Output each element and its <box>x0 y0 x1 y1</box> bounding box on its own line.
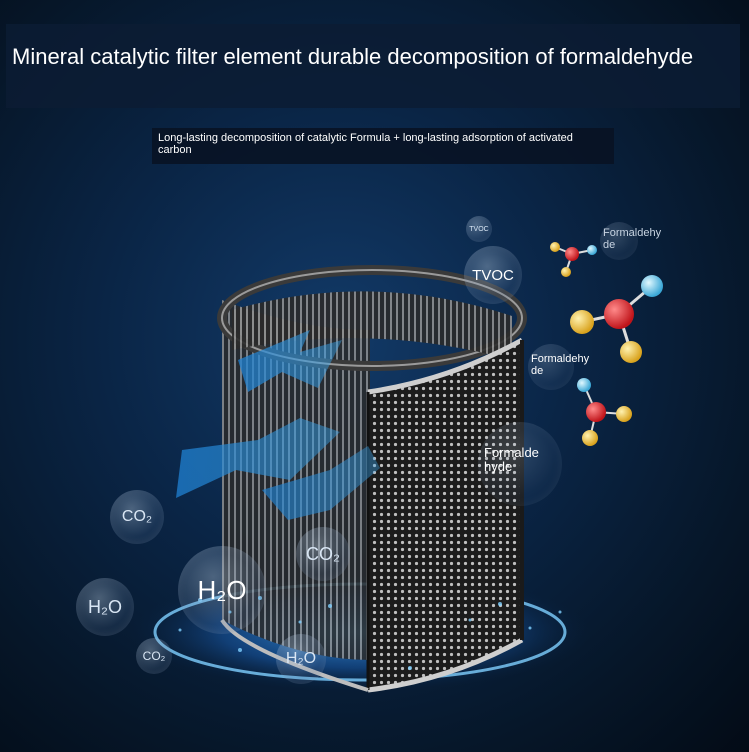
h2o-bubble-left: H₂O <box>76 578 134 636</box>
airflow-arrow <box>262 446 380 520</box>
subtitle-band <box>152 128 614 164</box>
h2o-bubble-large: H₂O <box>178 546 266 634</box>
airflow-arrow <box>238 330 342 392</box>
airflow-arrow <box>176 418 340 498</box>
filter-outer-mesh <box>368 340 522 690</box>
water-particles <box>178 596 562 670</box>
label-bubble <box>600 222 638 260</box>
formaldehyde-label-large: Formalde hyde <box>484 445 539 474</box>
co2-bubble-left: CO₂ <box>110 490 164 544</box>
formaldehyde-molecule-large <box>570 275 663 363</box>
formaldehyde-molecule-medium <box>577 378 632 446</box>
formaldehyde-molecule-small <box>550 242 597 277</box>
title-band <box>6 24 740 108</box>
label-bubble <box>478 422 562 506</box>
label-bubble <box>528 344 574 390</box>
page-title: Mineral catalytic filter element durable… <box>12 44 694 69</box>
h2o-bubble-bottom: H₂O <box>276 634 326 684</box>
formaldehyde-label-middle: Formaldehy de <box>531 353 590 377</box>
tvoc-bubble-small: TVOC <box>466 216 492 242</box>
page-subtitle: Long-lasting decomposition of catalytic … <box>158 132 573 156</box>
tvoc-bubble-large: TVOC <box>464 246 522 304</box>
co2-bubble-bottom: CO₂ <box>136 638 172 674</box>
formaldehyde-label-top: Formaldehy de <box>603 227 662 251</box>
co2-bubble-center: CO₂ <box>296 527 350 581</box>
